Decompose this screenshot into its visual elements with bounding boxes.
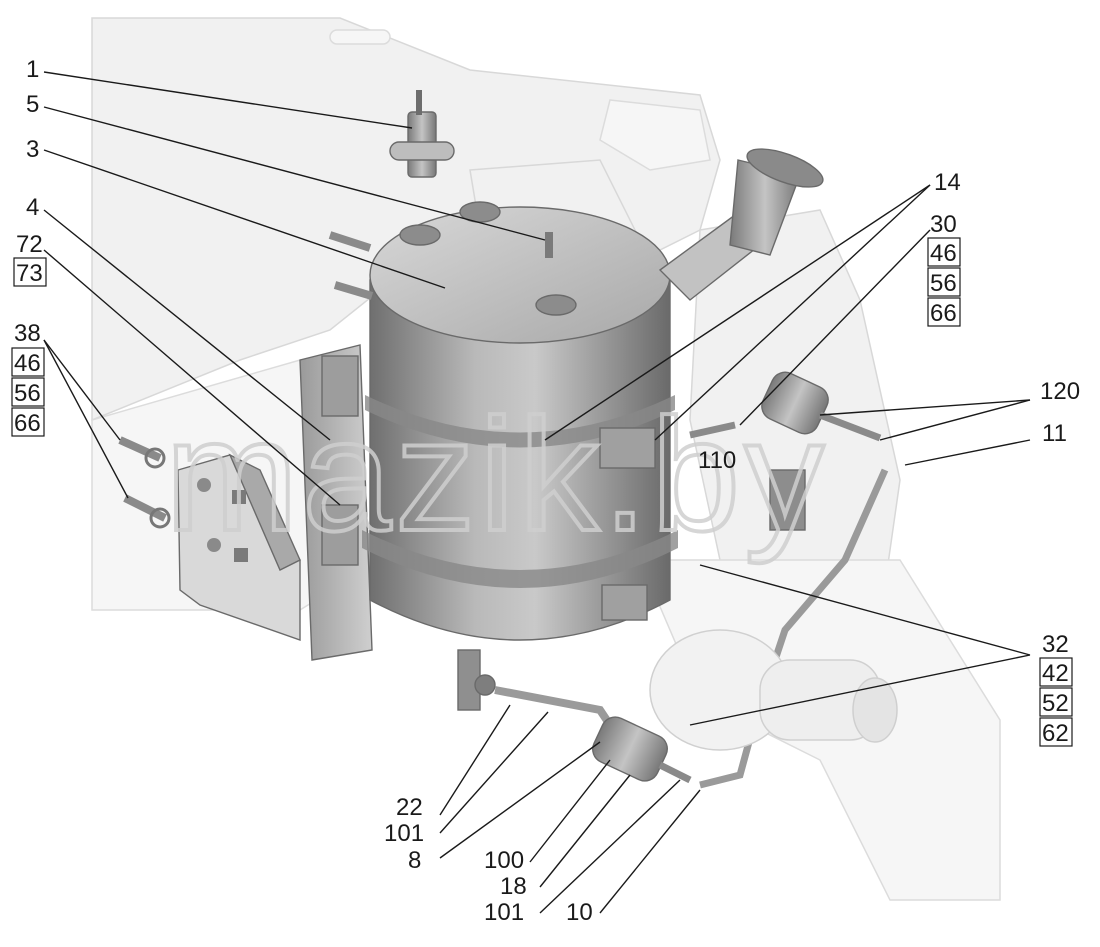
- callout-4: 4: [26, 194, 39, 221]
- callout-30: 30: [930, 211, 957, 238]
- tank-bracket: [177, 344, 373, 661]
- callout-8: 8: [408, 847, 421, 874]
- callout-42-box: [1039, 657, 1073, 687]
- callout-56b: 56: [930, 270, 957, 297]
- callout-66a-box: [11, 407, 45, 437]
- callout-18: 18: [500, 873, 527, 900]
- leader-lines: [43, 71, 1031, 914]
- callout-73-box: [13, 257, 47, 287]
- callout-56b-box: [927, 267, 961, 297]
- callout-62: 62: [1042, 720, 1069, 747]
- callout-3: 3: [26, 136, 39, 163]
- callout-52: 52: [1042, 690, 1069, 717]
- callout-56a-box: [11, 377, 45, 407]
- callout-10: 10: [566, 899, 593, 926]
- callout-1: 1: [26, 56, 39, 83]
- callout-32: 32: [1042, 631, 1069, 658]
- callout-73: 73: [16, 260, 43, 287]
- compressor-body: [649, 629, 898, 751]
- callout-100: 100: [484, 847, 524, 874]
- bottom-filter: [494, 686, 692, 784]
- callout-52-box: [1039, 687, 1073, 717]
- callout-5: 5: [26, 91, 39, 118]
- callout-38: 38: [14, 320, 41, 347]
- callout-46b-box: [927, 237, 961, 267]
- air-receiver-tank: [362, 201, 678, 711]
- callout-56a: 56: [14, 380, 41, 407]
- callout-42: 42: [1042, 660, 1069, 687]
- callout-66b: 66: [930, 300, 957, 327]
- callout-11: 11: [1042, 420, 1067, 447]
- callout-101a: 101: [384, 820, 424, 847]
- callout-120: 120: [1040, 378, 1080, 405]
- callout-66a: 66: [14, 410, 41, 437]
- callout-46a: 46: [14, 350, 41, 377]
- callout-46a-box: [11, 347, 45, 377]
- callout-14: 14: [934, 169, 961, 196]
- callout-62-box: [1039, 717, 1073, 747]
- watermark-text: mazik.by: [165, 385, 828, 564]
- callout-101b: 101: [484, 899, 524, 926]
- callout-110: 110: [698, 447, 736, 474]
- inlet-pipe: [658, 148, 824, 301]
- callout-66b-box: [927, 297, 961, 327]
- callout-labels: 1 5 3 4 72 73 38 46 56 66 14 30 46 56 66…: [11, 56, 1080, 926]
- callout-22: 22: [396, 794, 423, 821]
- callout-72: 72: [16, 231, 43, 258]
- callout-46b: 46: [930, 240, 957, 267]
- bolts-left: [118, 231, 374, 529]
- drain-valve: [389, 90, 455, 178]
